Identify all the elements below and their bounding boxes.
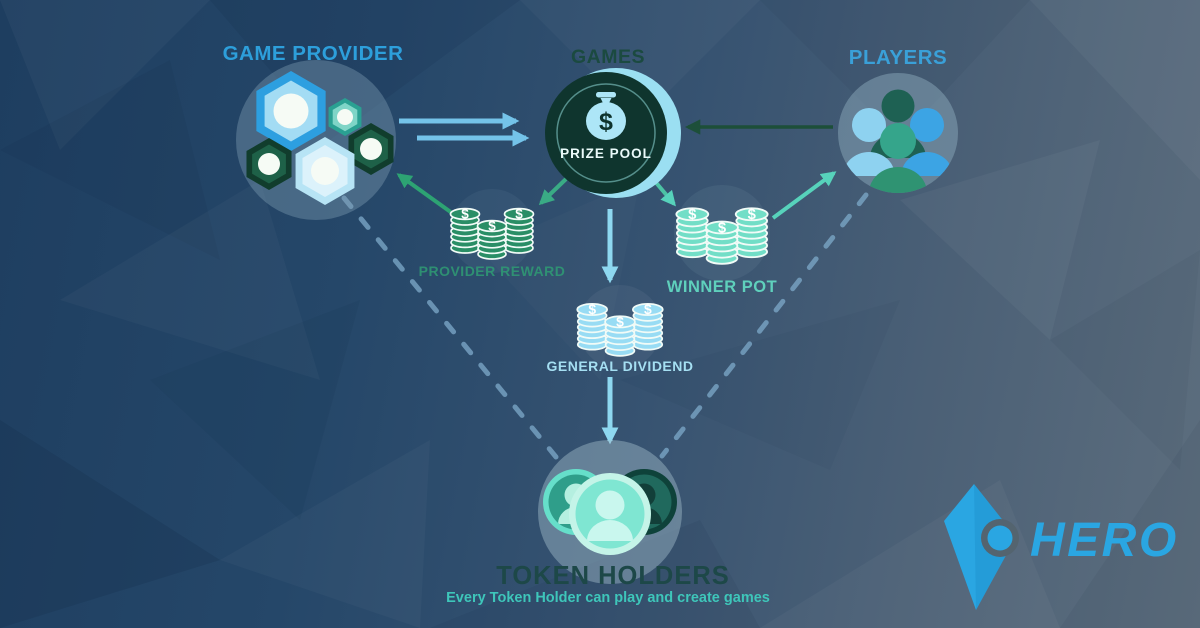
- node-players: PLAYERS: [838, 46, 958, 193]
- hexagon-tile-blue-icon: [256, 71, 326, 151]
- players-label: PLAYERS: [849, 46, 947, 69]
- node-games: $ PRIZE POOL GAMES: [545, 46, 681, 198]
- brand-logo: HERO: [944, 484, 1179, 610]
- node-token-holders: TOKEN HOLDERS Every Token Holder can pla…: [446, 440, 770, 606]
- link-players-to-token-holders: [659, 192, 869, 459]
- hero-kite-icon: [944, 484, 1019, 610]
- token-holders-subtitle: Every Token Holder can play and create g…: [446, 590, 770, 606]
- games-inner-ring: [556, 83, 656, 183]
- link-provider-to-token-holders: [341, 195, 559, 460]
- provider-reward-label: PROVIDER REWARD: [419, 263, 566, 279]
- prize-pool-label: PRIZE POOL: [560, 146, 652, 161]
- hexagon-tile-pale-icon: [295, 137, 355, 205]
- flow-arrows: [396, 112, 837, 445]
- game-provider-label: GAME PROVIDER: [223, 42, 404, 65]
- hexagon-tile-green-left-icon: [246, 138, 292, 190]
- winner-pot-label: WINNER POT: [667, 278, 777, 296]
- arrow-reward-to-provider: [396, 173, 461, 220]
- node-general-dividend: GENERAL DIVIDEND: [547, 285, 694, 374]
- node-provider-reward: PROVIDER REWARD: [419, 189, 566, 279]
- dashed-links: [341, 192, 869, 460]
- brand-name: HERO: [1030, 514, 1179, 567]
- node-winner-pot: WINNER POT: [667, 185, 777, 296]
- hexagon-tile-teal-icon: [328, 98, 362, 136]
- token-holders-label: TOKEN HOLDERS: [496, 562, 730, 590]
- general-dividend-label: GENERAL DIVIDEND: [547, 358, 694, 374]
- arrow-winner-pot-to-players: [771, 171, 837, 220]
- arrow-games-to-provider-reward: [538, 177, 568, 206]
- token-holder-avatar-coins-icon: [543, 469, 677, 555]
- games-label: GAMES: [571, 46, 645, 68]
- node-game-provider: GAME PROVIDER: [223, 42, 404, 220]
- dollar-glyph: $: [599, 108, 613, 136]
- game-tile-icons: [246, 71, 394, 205]
- hexagon-tile-green-right-icon: [348, 123, 394, 175]
- players-group-icon: [843, 89, 953, 193]
- money-bag-icon: $: [586, 92, 626, 140]
